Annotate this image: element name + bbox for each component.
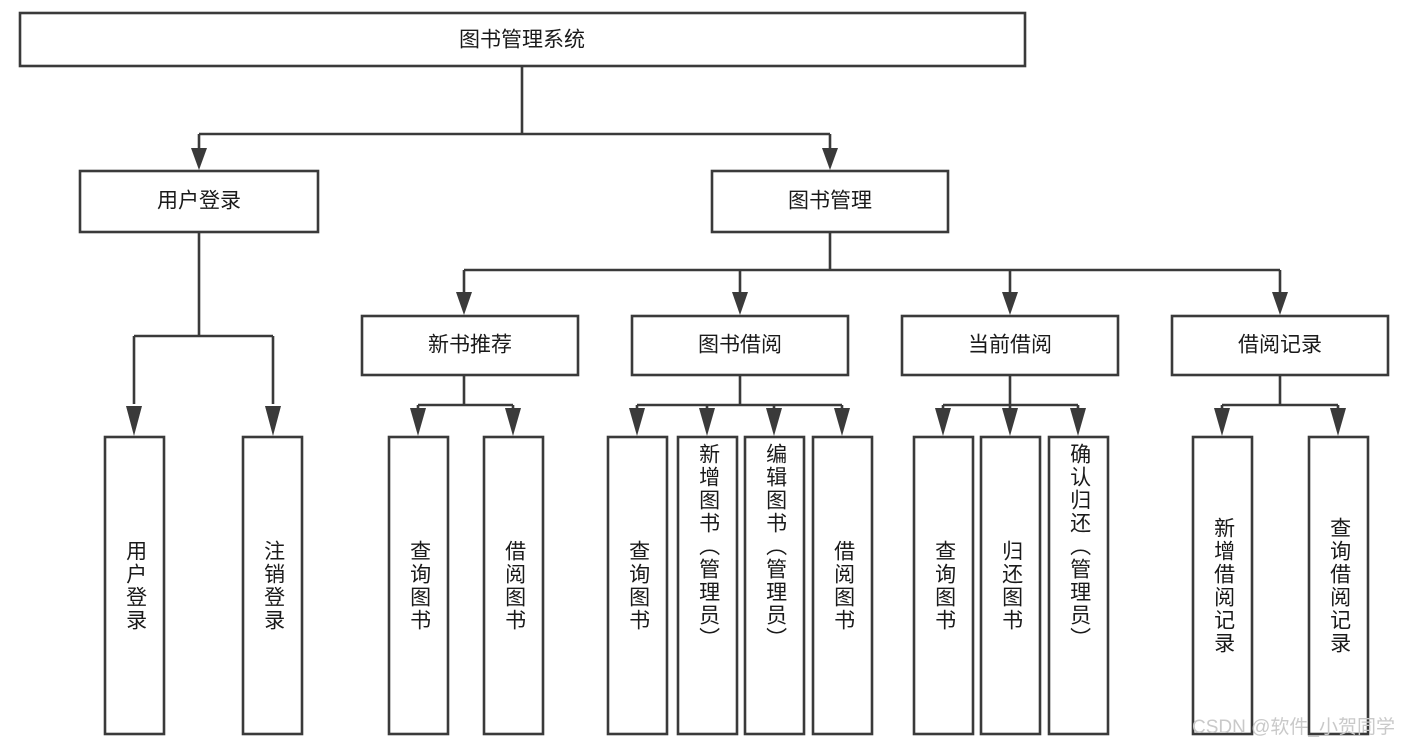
arrowhead-l12 — [1214, 408, 1230, 436]
node-l12-box[interactable] — [1191, 435, 1254, 736]
node-newbook-box[interactable] — [360, 314, 580, 377]
node-records-box[interactable] — [1170, 314, 1390, 377]
node-newbook-label: 新书推荐 — [428, 334, 512, 357]
csdn-watermark: CSDN @软件_小贺同学 — [1192, 717, 1395, 738]
node-current[interactable]: 当前借阅 — [900, 314, 1120, 377]
arrowhead-l9 — [935, 408, 951, 436]
node-current-label: 当前借阅 — [968, 334, 1052, 357]
arrowhead-login — [191, 148, 207, 170]
arrowhead-l7 — [766, 408, 782, 436]
arrowhead-l3 — [410, 408, 426, 436]
node-borrow[interactable]: 图书借阅 — [630, 314, 850, 377]
node-current-box[interactable] — [900, 314, 1120, 377]
node-l3-box[interactable] — [387, 435, 450, 736]
node-login-box[interactable] — [78, 169, 320, 234]
node-borrow-label: 图书借阅 — [698, 334, 782, 357]
arrowhead-current — [1002, 292, 1018, 315]
node-l9-box[interactable] — [912, 435, 975, 736]
node-l6-box[interactable] — [676, 435, 739, 736]
node-l5-box[interactable] — [606, 435, 669, 736]
node-l8-box[interactable] — [811, 435, 874, 736]
node-l11-box[interactable] — [1047, 435, 1110, 736]
node-l10-box[interactable] — [979, 435, 1042, 736]
node-records-label: 借阅记录 — [1238, 334, 1322, 357]
node-root-box[interactable] — [18, 11, 1027, 68]
node-bookmgmt[interactable]: 图书管理 — [710, 169, 950, 234]
node-l13-box[interactable] — [1307, 435, 1370, 736]
arrowhead-l10 — [1002, 408, 1018, 436]
edges-layer — [126, 67, 1346, 436]
node-login[interactable]: 用户登录 — [78, 169, 320, 234]
arrowhead-l11 — [1070, 408, 1086, 436]
node-l4-box[interactable] — [482, 435, 545, 736]
arrowhead-newbook — [456, 292, 472, 315]
node-records[interactable]: 借阅记录 — [1170, 314, 1390, 377]
node-bookmgmt-label: 图书管理 — [788, 190, 872, 213]
arrowhead-borrow — [732, 292, 748, 315]
leaf-boxes-layer — [103, 435, 1370, 736]
arrowhead-l5 — [629, 408, 645, 436]
node-newbook[interactable]: 新书推荐 — [360, 314, 580, 377]
node-root-label: 图书管理系统 — [459, 29, 585, 52]
node-root[interactable]: 图书管理系统 — [18, 11, 1027, 68]
node-l1-box[interactable] — [103, 435, 166, 736]
arrowhead-l2 — [265, 406, 281, 436]
node-l7-box[interactable] — [743, 435, 806, 736]
arrowhead-l8 — [834, 408, 850, 436]
node-l2-box[interactable] — [241, 435, 304, 736]
arrowhead-records — [1272, 292, 1288, 315]
node-borrow-box[interactable] — [630, 314, 850, 377]
arrowhead-l1 — [126, 406, 142, 436]
arrowhead-l13 — [1330, 408, 1346, 436]
arrowhead-l6 — [699, 408, 715, 436]
arrowhead-l4 — [505, 408, 521, 436]
arrowhead-bookmgmt — [822, 148, 838, 170]
node-bookmgmt-box[interactable] — [710, 169, 950, 234]
node-login-label: 用户登录 — [157, 190, 241, 213]
